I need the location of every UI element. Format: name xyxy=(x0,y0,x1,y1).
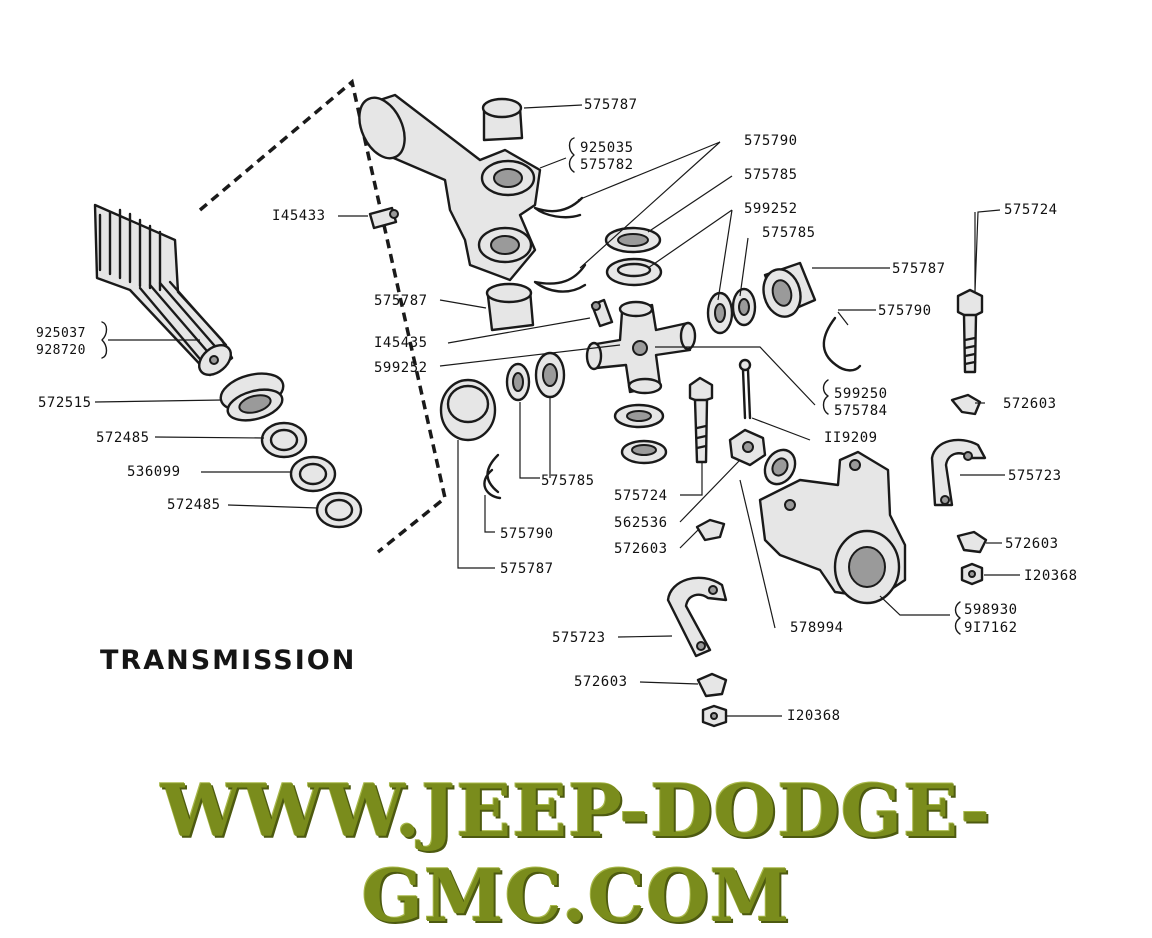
label-598930: 598930 xyxy=(964,602,1018,618)
label-575787-right: 575787 xyxy=(892,261,946,277)
cotter-pin-119209 xyxy=(738,358,752,420)
label-575782: 575782 xyxy=(580,157,634,173)
label-119209: II9209 xyxy=(824,430,878,446)
spline-ring-572485-b xyxy=(315,491,363,529)
label-599250: 599250 xyxy=(834,386,888,402)
label-572485-b: 572485 xyxy=(167,497,221,513)
label-572603-c: 572603 xyxy=(1005,536,1059,552)
label-572485-a: 572485 xyxy=(96,430,150,446)
label-120368-right: I20368 xyxy=(1024,568,1078,584)
spline-ring-572485-a xyxy=(260,421,308,459)
label-575787-left: 575787 xyxy=(374,293,428,309)
lock-washer-572603-b xyxy=(695,518,726,542)
diagram-title: TRANSMISSION xyxy=(100,645,357,676)
transmission-shaft xyxy=(93,203,234,377)
label-575790-right: 575790 xyxy=(878,303,932,319)
exploded-parts-diagram xyxy=(93,78,1020,728)
seal-rings-right xyxy=(706,287,757,335)
label-572603-b: 572603 xyxy=(614,541,668,557)
snap-ring-575790-low xyxy=(483,453,502,500)
lock-washer-572603-d xyxy=(696,672,728,698)
label-578994: 578994 xyxy=(790,620,844,636)
lock-washer-572603-c xyxy=(956,530,988,554)
label-572603-a: 572603 xyxy=(1003,396,1057,412)
label-572603-d: 572603 xyxy=(574,674,628,690)
label-917162: 9I7162 xyxy=(964,620,1018,636)
label-575787-top: 575787 xyxy=(584,97,638,113)
lock-washer-572603-a xyxy=(950,393,982,416)
label-575724-right: 575724 xyxy=(1004,202,1058,218)
label-145433: I45433 xyxy=(272,208,326,224)
spline-ring-536099 xyxy=(289,455,337,493)
website-watermark: WWW.JEEP-DODGE-GMC.COM xyxy=(160,768,992,938)
bearing-cap-right xyxy=(762,261,817,318)
snap-ring-575790-top xyxy=(533,196,584,219)
strap-575723-bottom xyxy=(666,576,728,658)
label-925037: 925037 xyxy=(36,326,86,341)
label-536099: 536099 xyxy=(127,464,181,480)
leader-lines xyxy=(94,104,1020,717)
grease-fitting-145435 xyxy=(590,298,614,328)
universal-joint-cross xyxy=(585,300,697,395)
slip-yoke xyxy=(358,93,542,282)
label-575785-top: 575785 xyxy=(744,167,798,183)
label-575787-lower: 575787 xyxy=(500,561,554,577)
bearing-cap-lower xyxy=(439,378,497,442)
label-120368-bottom: I20368 xyxy=(787,708,841,724)
label-575790-low: 575790 xyxy=(500,526,554,542)
bolt-575724-right xyxy=(956,288,984,374)
nut-120368-right xyxy=(960,562,984,586)
flange-yoke xyxy=(758,450,907,605)
label-599252-top: 599252 xyxy=(744,201,798,217)
label-575723-right: 575723 xyxy=(1008,468,1062,484)
snap-ring-575790-mid xyxy=(533,263,587,293)
castle-nut-562536 xyxy=(728,428,767,467)
dashed-bracket xyxy=(198,78,447,554)
seal-rings-lower xyxy=(505,351,668,465)
strap-575723-right xyxy=(930,438,987,507)
label-575724-center: 575724 xyxy=(614,488,668,504)
label-575784: 575784 xyxy=(834,403,888,419)
label-145435: I45435 xyxy=(374,335,428,351)
bearing-cup-572515 xyxy=(219,372,285,422)
nut-120368-bottom xyxy=(701,704,728,728)
gasket-rings-top xyxy=(604,226,663,287)
label-925035: 925035 xyxy=(580,140,634,156)
grease-fitting-145433 xyxy=(368,206,399,230)
label-575790-top: 575790 xyxy=(744,133,798,149)
label-599252-left: 599252 xyxy=(374,360,428,376)
label-562536: 562536 xyxy=(614,515,668,531)
bearing-cap-left xyxy=(485,282,535,332)
bolt-575724-center xyxy=(688,376,714,464)
label-575723-bottom: 575723 xyxy=(552,630,606,646)
label-575785-mid: 575785 xyxy=(762,225,816,241)
snap-ring-575790-right xyxy=(822,316,862,372)
label-928720: 928720 xyxy=(36,343,86,358)
label-572515: 572515 xyxy=(38,395,92,411)
bearing-cap-top xyxy=(481,97,524,142)
label-575785-low: 575785 xyxy=(541,473,595,489)
washer-578994 xyxy=(763,448,797,486)
